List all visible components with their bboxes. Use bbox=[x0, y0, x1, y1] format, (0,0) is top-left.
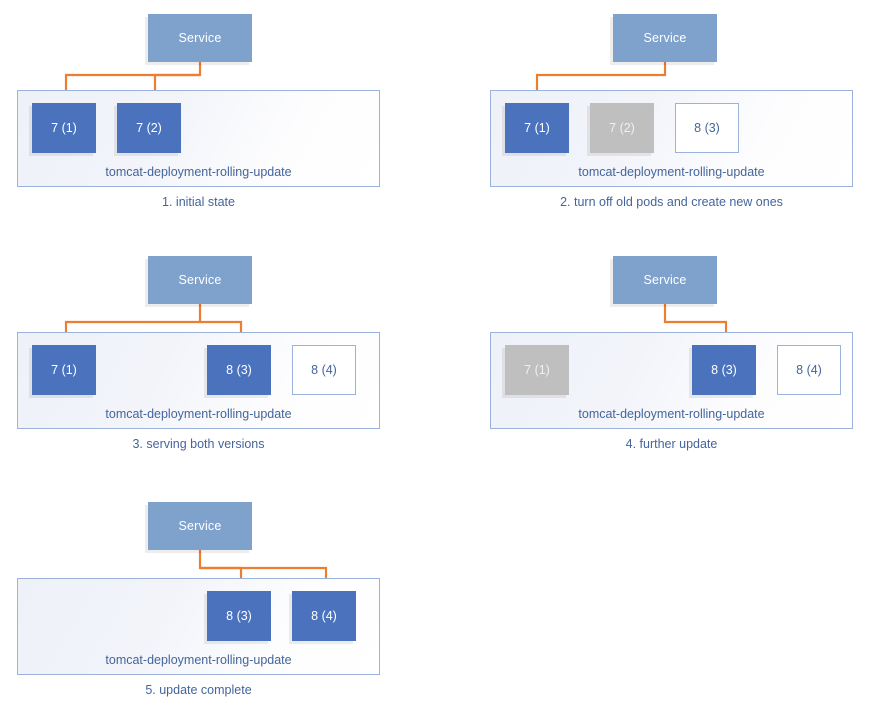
deployment-label: tomcat-deployment-rolling-update bbox=[578, 164, 765, 179]
service-node[interactable]: Service bbox=[148, 256, 252, 304]
pod-label: 8 (4) bbox=[796, 362, 822, 377]
service-label: Service bbox=[643, 272, 687, 287]
pod-label: 7 (1) bbox=[524, 120, 550, 135]
pod-label: 7 (1) bbox=[51, 362, 77, 377]
pod-box[interactable]: 7 (2) bbox=[117, 103, 181, 153]
service-label: Service bbox=[178, 518, 222, 533]
service-node[interactable]: Service bbox=[148, 14, 252, 62]
service-node[interactable]: Service bbox=[148, 502, 252, 550]
panel-caption: 2. turn off old pods and create new ones bbox=[560, 195, 783, 209]
deployment-label: tomcat-deployment-rolling-update bbox=[578, 406, 765, 421]
pod-box[interactable]: 8 (4) bbox=[292, 591, 356, 641]
service-label: Service bbox=[643, 30, 687, 45]
pod-label: 7 (1) bbox=[524, 362, 550, 377]
pod-label: 8 (3) bbox=[226, 608, 252, 623]
pod-box[interactable]: 7 (1) bbox=[32, 103, 96, 153]
pod-box[interactable]: 7 (1) bbox=[505, 345, 569, 395]
pod-box[interactable]: 7 (2) bbox=[590, 103, 654, 153]
pod-box[interactable]: 7 (1) bbox=[32, 345, 96, 395]
service-node[interactable]: Service bbox=[613, 256, 717, 304]
panel-caption: 1. initial state bbox=[162, 195, 235, 209]
pod-label: 7 (1) bbox=[51, 120, 77, 135]
pod-box[interactable]: 8 (3) bbox=[207, 345, 271, 395]
deployment-label: tomcat-deployment-rolling-update bbox=[105, 406, 292, 421]
pod-label: 7 (2) bbox=[609, 120, 635, 135]
pod-label: 8 (3) bbox=[711, 362, 737, 377]
pod-label: 7 (2) bbox=[136, 120, 162, 135]
panel-caption: 3. serving both versions bbox=[132, 437, 265, 451]
pod-box[interactable]: 8 (3) bbox=[675, 103, 739, 153]
service-node[interactable]: Service bbox=[613, 14, 717, 62]
pod-label: 8 (4) bbox=[311, 362, 337, 377]
pod-label: 8 (4) bbox=[311, 608, 337, 623]
pod-box[interactable]: 7 (1) bbox=[505, 103, 569, 153]
panel-caption: 5. update complete bbox=[145, 683, 252, 697]
service-label: Service bbox=[178, 272, 222, 287]
pod-box[interactable]: 8 (3) bbox=[692, 345, 756, 395]
pod-label: 8 (3) bbox=[694, 120, 720, 135]
pod-box[interactable]: 8 (4) bbox=[292, 345, 356, 395]
deployment-label: tomcat-deployment-rolling-update bbox=[105, 164, 292, 179]
service-label: Service bbox=[178, 30, 222, 45]
deployment-label: tomcat-deployment-rolling-update bbox=[105, 652, 292, 667]
pod-box[interactable]: 8 (4) bbox=[777, 345, 841, 395]
pod-box[interactable]: 8 (3) bbox=[207, 591, 271, 641]
pod-label: 8 (3) bbox=[226, 362, 252, 377]
panel-caption: 4. further update bbox=[625, 437, 718, 451]
